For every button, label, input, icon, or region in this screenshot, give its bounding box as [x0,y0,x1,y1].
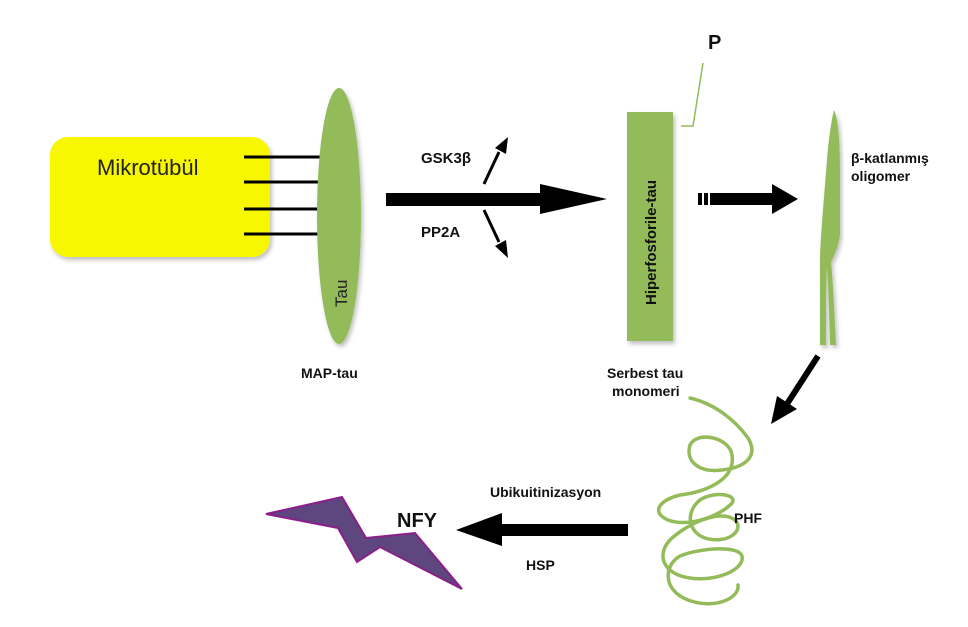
microtubule-box [50,137,270,257]
tau-label: Tau [332,280,351,307]
phosphate-connector [681,62,704,127]
hsp-label: HSP [526,557,555,573]
oligomer-label-line1: β-katlanmış [851,150,929,166]
gsk3b-arrow [482,137,508,185]
map-tau-label: MAP-tau [301,365,358,381]
microtubule-label: Mikrotübül [97,155,198,180]
aggregation-arrow [698,184,798,214]
oligomer-to-phf-arrow [771,354,821,424]
nfy-lightning-bolt [265,495,463,590]
phf-to-nfy-arrow [456,513,628,546]
nfy-label: NFY [397,510,438,532]
phosphorylation-arrow [386,184,607,214]
beta-sheet-oligomer [820,110,840,345]
gsk3b-label: GSK3β [421,150,471,167]
hyperphosphorylated-tau-bar [627,112,673,341]
free-tau-label-line1: Serbest tau [607,365,683,381]
free-tau-label-line2: monomeri [612,383,680,399]
phf-label: PHF [734,510,762,526]
hyperphosphorylated-tau-label: Hiperfosforile-tau [643,180,660,305]
oligomer-label-line2: oligomer [851,168,911,184]
phosphate-label: P [708,32,721,54]
pp2a-label: PP2A [421,224,460,241]
pp2a-arrow [482,209,508,258]
ubiquitination-label: Ubikuitinizasyon [490,484,601,500]
phf-filament [656,396,754,606]
tau-protein [317,88,361,344]
